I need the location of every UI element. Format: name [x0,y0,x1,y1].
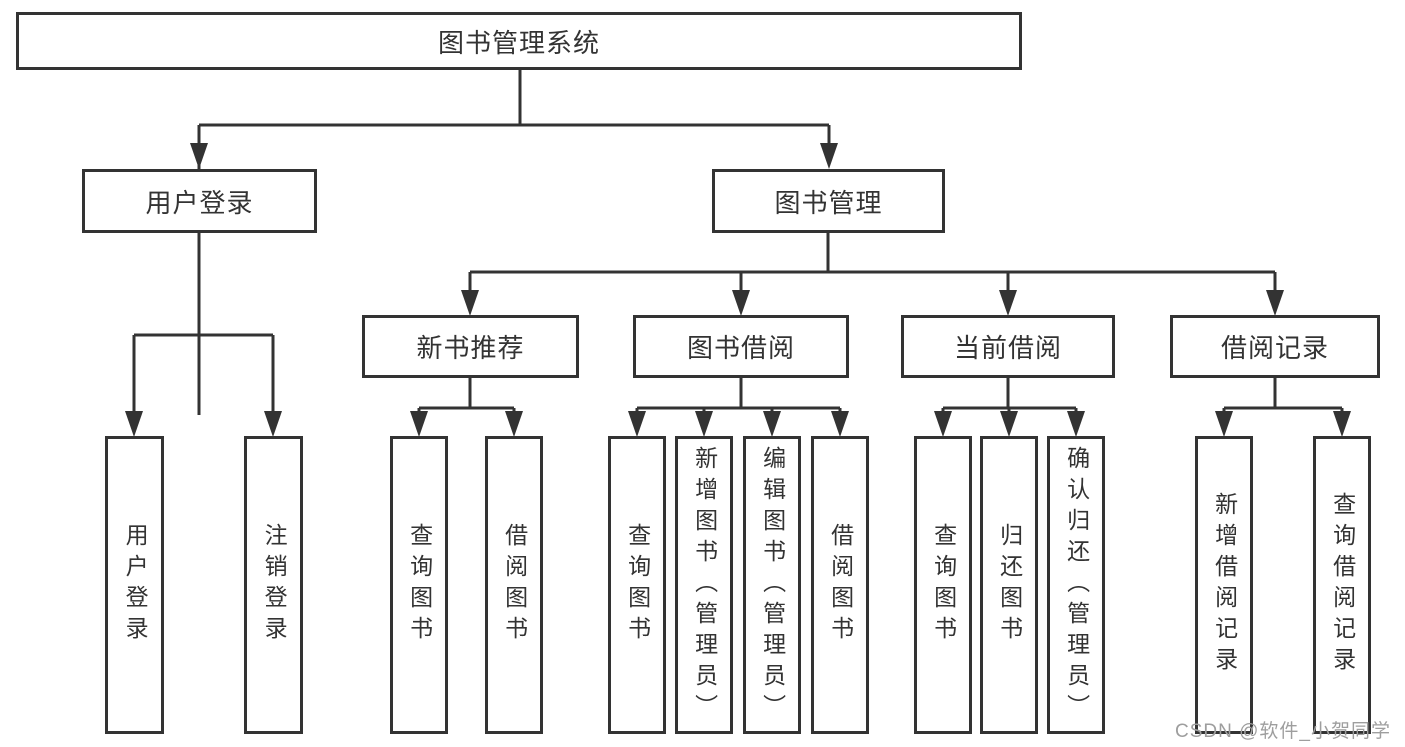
leaf-borrow-books-2: 借阅图书 [811,436,869,734]
node-label: 用户登录 [145,187,254,218]
arrowhead-icon [695,411,713,437]
node-label: 新增借阅记录 [1211,492,1238,678]
node-label: 查询借阅记录 [1329,492,1356,678]
arrowhead-icon [934,411,952,437]
arrowhead-icon [125,411,143,437]
arrowhead-icon [190,143,208,169]
arrowhead-icon [820,143,838,169]
node-book-borrow: 图书借阅 [633,315,849,378]
arrowhead-icon [628,411,646,437]
leaf-logout: 注销登录 [244,436,303,734]
connector-root-to-level2 [190,70,838,415]
node-label: 当前借阅 [953,333,1062,363]
node-label: 图书管理系统 [437,27,600,58]
connector-userlogin-to-leaves [125,233,282,437]
arrowhead-icon [1067,411,1085,437]
arrowhead-icon [1215,411,1233,437]
arrowhead-icon [461,290,479,316]
leaf-query-books-1: 查询图书 [390,436,448,734]
leaf-confirm-return-admin: 确认归还（管理员） [1047,436,1105,734]
node-label: 借阅图书 [827,523,854,647]
connector-newbook-to-leaves [410,378,523,437]
node-current-borrow: 当前借阅 [901,315,1115,378]
node-label: 查询图书 [624,523,651,647]
node-borrow-records: 借阅记录 [1170,315,1380,378]
node-label: 查询图书 [930,523,957,647]
leaf-user-login: 用户登录 [105,436,164,734]
leaf-add-borrow-record: 新增借阅记录 [1195,436,1253,734]
connector-borrowrecord-to-leaves [1215,378,1351,437]
node-label: 图书管理 [774,187,883,218]
arrowhead-icon [763,411,781,437]
arrowhead-icon [1266,290,1284,316]
connector-bookborrow-to-leaves [628,378,849,437]
leaf-return-books: 归还图书 [980,436,1038,734]
leaf-query-books-2: 查询图书 [608,436,666,734]
node-label: 图书借阅 [686,333,795,363]
node-label: 用户登录 [122,523,149,647]
arrowhead-icon [1333,411,1351,437]
node-label: 借阅图书 [501,523,528,647]
node-library-management-system: 图书管理系统 [16,12,1022,70]
node-label: 查询图书 [406,523,433,647]
leaf-query-books-3: 查询图书 [914,436,972,734]
node-new-book-recommend: 新书推荐 [362,315,579,378]
node-label: 编辑图书（管理员） [759,445,786,725]
arrowhead-icon [999,290,1017,316]
arrowhead-icon [505,411,523,437]
leaf-borrow-books-1: 借阅图书 [485,436,543,734]
node-book-management: 图书管理 [712,169,945,233]
arrowhead-icon [1000,411,1018,437]
arrowhead-icon [732,290,750,316]
node-label: 新增图书（管理员） [691,445,718,725]
node-label: 新书推荐 [416,333,525,363]
node-user-login: 用户登录 [82,169,317,233]
node-label: 注销登录 [261,523,288,647]
arrowhead-icon [831,411,849,437]
csdn-watermark: CSDN @软件_小贺同学 [1175,721,1391,742]
leaf-query-borrow-record: 查询借阅记录 [1313,436,1371,734]
arrowhead-icon [264,411,282,437]
node-label: 借阅记录 [1220,333,1329,363]
connector-bookmgmt-to-level3 [461,232,1284,316]
leaf-add-books-admin: 新增图书（管理员） [675,436,733,734]
connector-currentborrow-to-leaves [934,378,1085,437]
arrowhead-icon [410,411,428,437]
node-label: 归还图书 [996,523,1023,647]
node-label: 确认归还（管理员） [1063,445,1090,725]
leaf-edit-books-admin: 编辑图书（管理员） [743,436,801,734]
